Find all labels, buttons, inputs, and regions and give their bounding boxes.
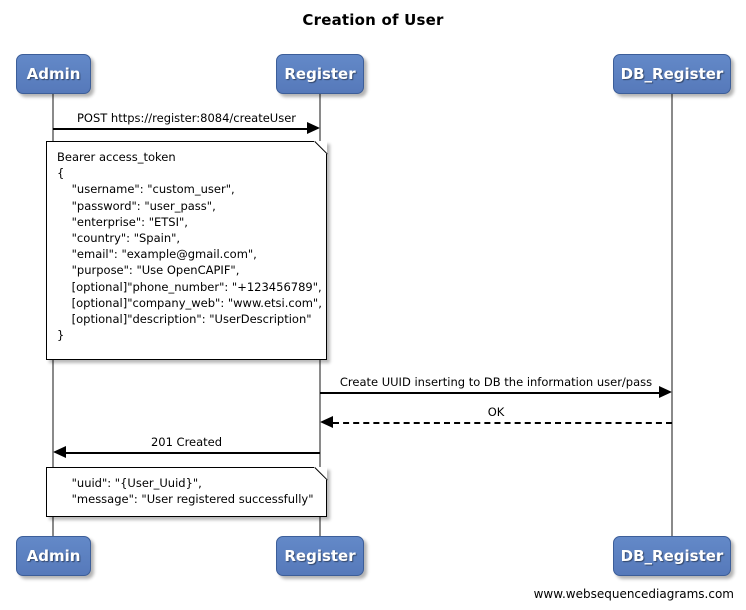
actor-db-register-top-label: DB_Register xyxy=(620,65,724,83)
footer-watermark: www.websequencediagrams.com xyxy=(533,587,734,601)
actor-db-register-bottom[interactable]: DB_Register xyxy=(613,536,731,576)
message-arrowhead-201-created xyxy=(53,446,66,458)
actor-db-register-top[interactable]: DB_Register xyxy=(613,54,731,94)
message-label-post-create-user: POST https://register:8084/createUser xyxy=(76,111,297,125)
actor-register-top[interactable]: Register xyxy=(276,54,364,94)
message-label-ok: OK xyxy=(487,405,505,419)
message-arrowhead-create-uuid xyxy=(659,386,672,398)
actor-register-bottom[interactable]: Register xyxy=(276,536,364,576)
message-line-ok xyxy=(333,422,672,424)
actor-admin-bottom[interactable]: Admin xyxy=(16,536,91,576)
actor-admin-top-label: Admin xyxy=(26,65,81,83)
message-line-post-create-user xyxy=(53,128,307,130)
actor-register-top-label: Register xyxy=(284,65,356,83)
note-fold-corner-icon xyxy=(314,467,327,480)
lifeline-db-register xyxy=(671,93,673,536)
actor-db-register-bottom-label: DB_Register xyxy=(620,547,724,565)
diagram-title: Creation of User xyxy=(302,11,444,29)
note-fold-corner-icon xyxy=(314,141,327,154)
note-response-payload: "uuid": "{User_Uuid}", "message": "User … xyxy=(46,467,327,517)
message-line-201-created xyxy=(66,452,320,454)
note-request-payload: Bearer access_token { "username": "custo… xyxy=(46,141,327,360)
message-label-201-created: 201 Created xyxy=(150,435,223,449)
actor-admin-bottom-label: Admin xyxy=(26,547,81,565)
note-response-payload-text: "uuid": "{User_Uuid}", "message": "User … xyxy=(71,476,314,507)
message-line-create-uuid xyxy=(320,392,659,394)
message-arrowhead-post-create-user xyxy=(307,122,320,134)
actor-register-bottom-label: Register xyxy=(284,547,356,565)
message-label-create-uuid: Create UUID inserting to DB the informat… xyxy=(339,375,653,389)
message-arrowhead-ok xyxy=(320,416,333,428)
actor-admin-top[interactable]: Admin xyxy=(16,54,91,94)
note-request-payload-text: Bearer access_token { "username": "custo… xyxy=(57,150,322,343)
